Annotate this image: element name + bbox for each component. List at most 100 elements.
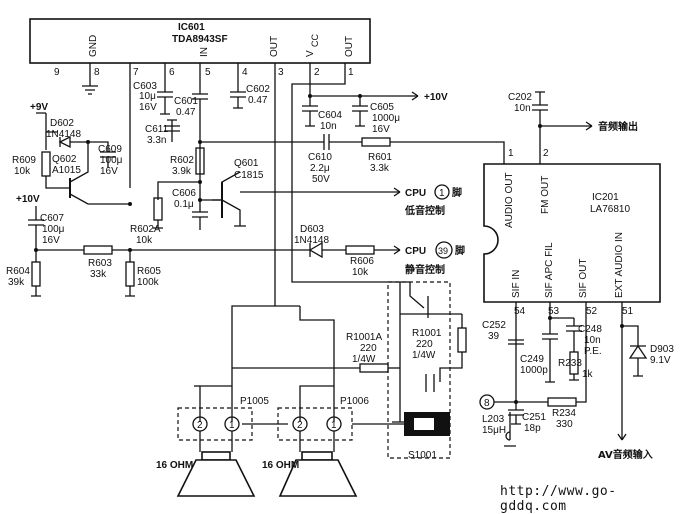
c248-v2: P.E.: [584, 346, 602, 357]
speaker-right-impedance: 16 OHM: [262, 460, 299, 471]
r234-ref: R234: [552, 408, 576, 419]
r1001a-v2: 1/4W: [352, 354, 376, 365]
r602a-ref: R602A: [130, 224, 161, 235]
ic201-pin-sif-out: SIF OUT: [578, 259, 589, 298]
r605-ref: R605: [137, 266, 161, 277]
c609-v2: 16V: [100, 166, 118, 177]
ic601-leads: [82, 63, 410, 306]
c610-ref: C610: [308, 152, 332, 163]
speaker-left-impedance: 16 OHM: [156, 460, 193, 471]
c611-ref: C611: [145, 124, 169, 135]
d602-val: 1N4148: [46, 129, 81, 140]
c607-ref: C607: [40, 213, 64, 224]
r603-ref: R603: [88, 258, 112, 269]
d602-ref: D602: [50, 118, 74, 129]
audio-coupling: C610 2.2μ 50V R601 3.3k: [308, 134, 500, 185]
vcc-supply: +10V C604 10n C605 1000μ 16V: [302, 84, 448, 135]
ic201-pin-sif-apc: SIF APC FIL: [544, 242, 555, 298]
ic601-pin-vcc: V: [305, 50, 316, 57]
c602-ref: C602: [246, 84, 270, 95]
c605-ref: C605: [370, 102, 394, 113]
ic201-pin-fm-out: FM OUT: [540, 176, 551, 214]
r602a-val: 10k: [136, 235, 153, 246]
p1005-pin-1: 1: [229, 420, 235, 431]
r1001a-v1: 220: [360, 343, 377, 354]
ic201-bottom: C252 39 C249 1000p C248 10n P.E. R233 1k…: [479, 302, 674, 461]
ic201-pin-audio-out: AUDIO OUT: [504, 172, 515, 228]
c607-v1: 100μ: [42, 224, 65, 235]
p1006-ref: P1006: [340, 396, 369, 407]
ic201-ref: IC201: [592, 192, 619, 203]
ic601-pin-vcc-sub: CC: [310, 34, 320, 47]
c607-v2: 16V: [42, 235, 60, 246]
ic601-pin-number: 3: [278, 67, 284, 78]
r602-ref: R602: [170, 155, 194, 166]
c603-ref: C603: [133, 81, 157, 92]
c602-val: 0.47: [248, 95, 268, 106]
c609-ref: C609: [98, 144, 122, 155]
supply-10v-b: +10V: [16, 194, 40, 205]
ic601-pin-number: 9: [54, 67, 60, 78]
c248-v1: 10n: [584, 335, 601, 346]
d903-ref: D903: [650, 344, 674, 355]
ic201-part: LA76810: [590, 204, 630, 215]
cpu-label-1: CPU: [405, 188, 426, 199]
q602-ref: Q602: [52, 154, 77, 165]
supply-9v: +9V: [30, 102, 48, 113]
r601-ref: R601: [368, 152, 392, 163]
mute-control-label: 静音控制: [405, 263, 445, 276]
c606-ref: C606: [172, 188, 196, 199]
ic601-pin-number: 7: [133, 67, 139, 78]
r1001-v2: 1/4W: [412, 350, 436, 361]
watermark-url: http://www.go-gddq.com: [500, 484, 617, 514]
r604-ref: R604: [6, 266, 30, 277]
r601-val: 3.3k: [370, 163, 390, 174]
c611-val: 3.3n: [147, 135, 166, 146]
d603-ref: D603: [300, 224, 324, 235]
audio-output-label: 音频输出: [598, 120, 638, 133]
c202-val: 10n: [514, 103, 531, 114]
r233-val: 1k: [582, 369, 594, 380]
r606-val: 10k: [352, 267, 369, 278]
c251-val: 18p: [524, 423, 541, 434]
c610-v2: 50V: [312, 174, 330, 185]
ic201-pin-sif-in: SIF IN: [511, 270, 522, 298]
q602-val: A1015: [52, 165, 81, 176]
av-audio-input-label: AV音频输入: [598, 448, 653, 461]
c249-val: 1000p: [520, 365, 548, 376]
p1005-ref: P1005: [240, 396, 269, 407]
ic601-pin-out-b: OUT: [344, 36, 355, 57]
ic601-pin-number: 6: [169, 67, 175, 78]
ic201: AUDIO OUT FM OUT IC201 LA76810 SIF IN SI…: [483, 148, 661, 317]
c202-ref: C202: [508, 92, 532, 103]
r1001-v1: 220: [416, 339, 433, 350]
r602-val: 3.9k: [172, 166, 192, 177]
c251-ref: C251: [522, 412, 546, 423]
ic601-pin-in: IN: [199, 47, 210, 57]
q601-val: C1815: [234, 170, 264, 181]
r1001a-ref: R1001A: [346, 332, 382, 343]
ic201-pin-number: 52: [586, 306, 598, 317]
ic601: IC601 TDA8943SF GND IN OUT V CC OUT 9 8 …: [29, 18, 371, 78]
ic201-pin-number: 53: [548, 306, 560, 317]
r604-val: 39k: [8, 277, 25, 288]
ic601-part: TDA8943SF: [172, 34, 228, 45]
c248-ref: C248: [578, 324, 602, 335]
c252-val: 39: [488, 331, 500, 342]
s1001-switch: R1001 220 1/4W S1001: [387, 281, 467, 461]
c601-ref: C601: [174, 96, 198, 107]
d603-val: 1N4148: [294, 235, 329, 246]
l203-val: 15μH: [482, 425, 506, 436]
cpu-foot-1: 脚: [452, 186, 462, 199]
ic601-pin-number: 2: [314, 67, 320, 78]
c606-val: 0.1μ: [174, 199, 194, 210]
cpu-pin-39: 39: [438, 246, 448, 256]
bass-control-label: 低音控制: [404, 204, 445, 217]
ic601-pin-gnd: GND: [88, 35, 99, 57]
ic601-pin-number: 4: [242, 67, 248, 78]
c605-v2: 16V: [372, 124, 390, 135]
c603-v2: 16V: [139, 102, 157, 113]
ic201-pin-number: 2: [543, 148, 549, 159]
q601-ref: Q601: [234, 158, 259, 169]
